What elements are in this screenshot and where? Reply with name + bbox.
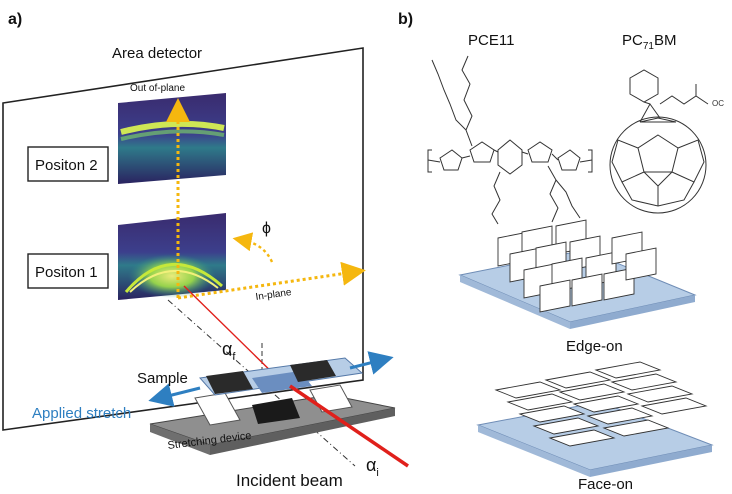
pcbm-label: PC71BM	[622, 32, 676, 52]
edge-on-schematic	[460, 220, 695, 329]
phi-symbol: ϕ	[262, 220, 271, 237]
pce11-label: PCE11	[468, 32, 514, 49]
detector-image-position-2	[118, 93, 226, 184]
panel-a: a) Area detector Out of-plane Positon 2 …	[3, 11, 408, 490]
incident-beam-label: Incident beam	[236, 471, 343, 490]
pce11-structure-drawing	[428, 56, 592, 224]
detector-image-position-1	[118, 213, 226, 300]
pcbm-structure-drawing: OC	[610, 70, 724, 213]
edge-on-label: Edge-on	[566, 338, 623, 355]
panel-a-label: a)	[8, 11, 22, 28]
position-1-label: Positon 1	[35, 264, 98, 281]
face-on-schematic	[478, 362, 712, 477]
panel-b-label: b)	[398, 11, 413, 28]
alpha-i-symbol: αi	[366, 455, 379, 479]
face-on-label: Face-on	[578, 476, 633, 493]
position-2-label: Positon 2	[35, 157, 98, 174]
svg-text:OC: OC	[712, 99, 724, 108]
applied-stretch-label: Applied stretch	[32, 405, 131, 422]
out-of-plane-label: Out of-plane	[130, 83, 185, 94]
sample-label: Sample	[137, 370, 188, 387]
panel-b: b) PCE11 PC71BM	[398, 11, 724, 493]
area-detector-label: Area detector	[112, 45, 202, 62]
